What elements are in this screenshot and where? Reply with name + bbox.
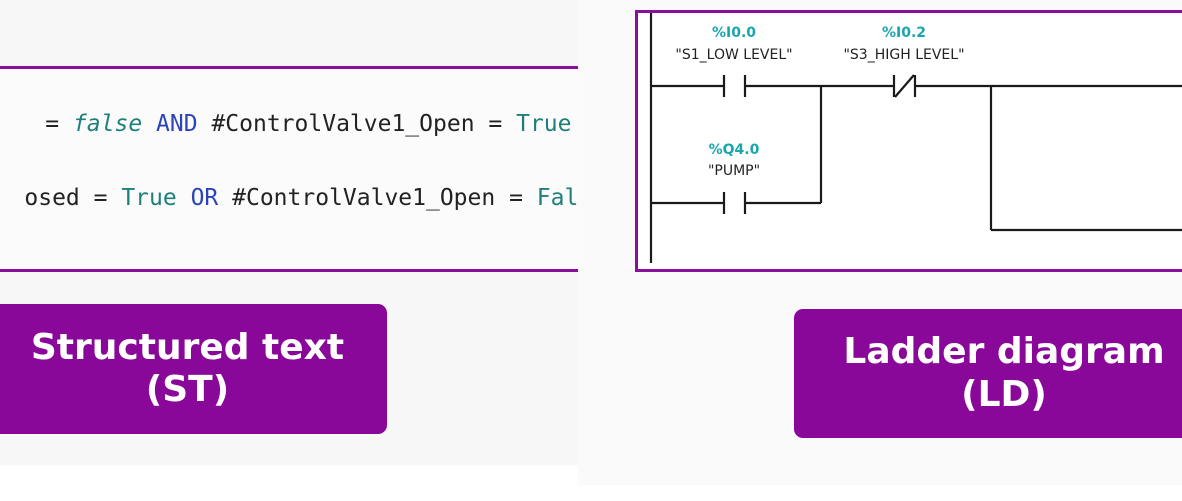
- ladder-diagram-panel: %I0.0 "S1_LOW LEVEL" %I0.2 "S3_HIGH LEVE…: [635, 10, 1182, 272]
- structured-text-label: Structured text (ST): [0, 304, 387, 434]
- code-token-false: False: [536, 185, 578, 211]
- code-keyword-and: AND: [156, 111, 198, 137]
- code-token-true: True: [516, 111, 572, 137]
- code-token: =: [31, 111, 73, 137]
- ladder-diagram-label: Ladder diagram (LD): [794, 309, 1182, 438]
- contact-s3-tag: "S3_HIGH LEVEL": [843, 47, 964, 63]
- ladder-diagram-label-title: Ladder diagram: [843, 331, 1165, 373]
- code-token-false: false: [72, 111, 143, 137]
- code-token: #ControlValve1_Open =: [218, 185, 537, 211]
- contact-pump-tag: "PUMP": [708, 163, 760, 179]
- contact-s3-address: %I0.2: [882, 25, 926, 41]
- code-token-true: True: [121, 185, 177, 211]
- structured-text-label-title: Structured text: [30, 326, 345, 368]
- contact-s1-address: %I0.0: [712, 25, 756, 41]
- code-token: [142, 111, 156, 137]
- structured-text-code-panel: = false AND #ControlValve1_Open = True o…: [0, 66, 578, 272]
- contact-s3-nc-slash: [894, 74, 915, 98]
- code-token: [177, 185, 191, 211]
- ladder-diagram: %I0.0 "S1_LOW LEVEL" %I0.2 "S3_HIGH LEVE…: [649, 13, 1182, 263]
- code-keyword-or: OR: [190, 185, 219, 211]
- contact-pump-address: %Q4.0: [709, 142, 760, 158]
- code-line-1: = false AND #ControlValve1_Open = True: [0, 85, 571, 163]
- ladder-diagram-label-abbrev: (LD): [961, 373, 1047, 415]
- code-token: #ControlValve1_Open =: [197, 111, 517, 137]
- contact-s1-tag: "S1_LOW LEVEL": [675, 47, 792, 63]
- code-token: osed =: [24, 185, 122, 211]
- structured-text-label-abbrev: (ST): [145, 369, 230, 410]
- code-line-2: osed = True OR #ControlValve1_Open = Fal…: [0, 159, 578, 237]
